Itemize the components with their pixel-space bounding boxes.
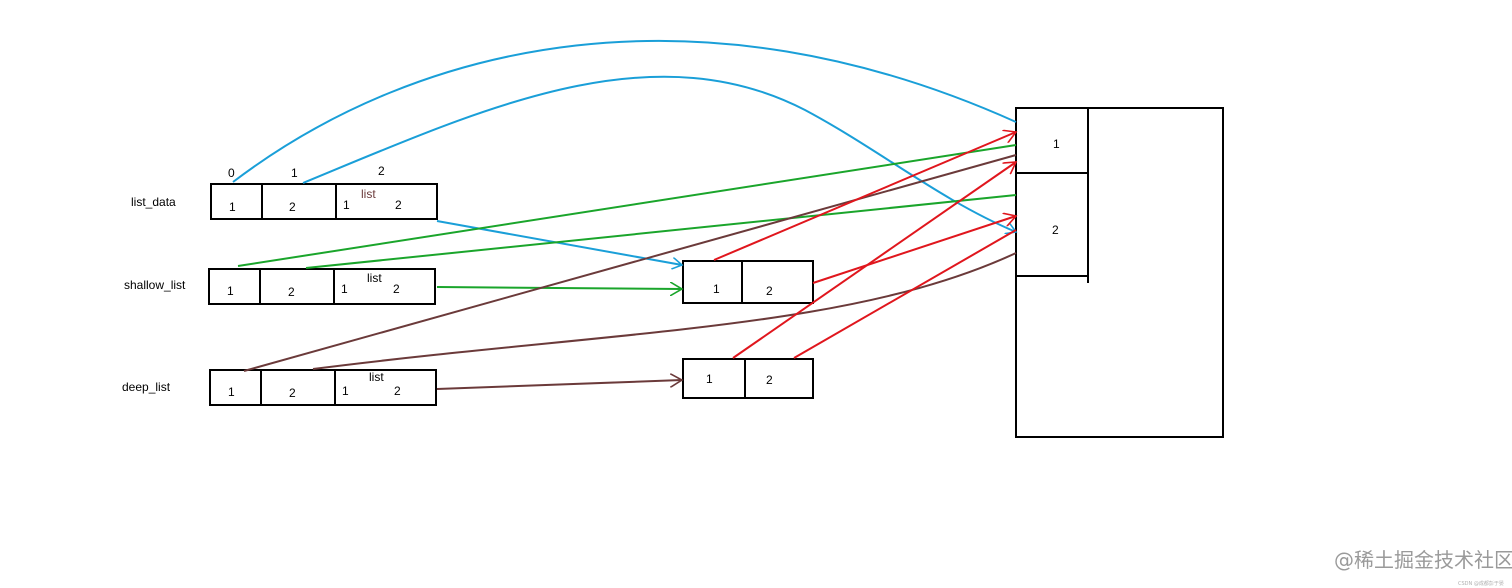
deep-list-box <box>209 369 437 406</box>
memory-value-1: 1 <box>1053 137 1060 151</box>
deep-list-sublabel: list <box>369 370 384 384</box>
shallow-list-cell-2b: 2 <box>393 282 400 296</box>
deep-list-cell-2b: 2 <box>394 384 401 398</box>
label-shallow-list: shallow_list <box>124 278 186 292</box>
deep-inner-list-box <box>682 358 814 399</box>
green-arrow-cell2-to-inner <box>436 287 682 289</box>
shared-inner-cell-1: 2 <box>766 284 773 298</box>
blue-arrow-index0-to-1 <box>232 39 1017 183</box>
red-arrow-shared-cell0-to-1 <box>713 132 1016 261</box>
index-0: 0 <box>228 166 235 180</box>
deep-list-cell-0: 1 <box>228 385 235 399</box>
list-data-cell-2b: 2 <box>395 198 402 212</box>
shallow-list-cell-1: 2 <box>288 285 295 299</box>
shallow-list-cell-0: 1 <box>227 284 234 298</box>
list-data-box <box>210 183 438 220</box>
memory-block <box>1015 107 1224 438</box>
red-arrow-deep-cell1-to-2 <box>793 229 1017 359</box>
green-arrow-cell1-to-2 <box>305 194 1017 269</box>
shared-inner-list-box <box>682 260 814 304</box>
green-arrow-cell0-to-1 <box>237 144 1017 267</box>
list-data-cell-0: 1 <box>229 200 236 214</box>
deep-list-cell-2a: 1 <box>342 384 349 398</box>
shallow-list-sublabel: list <box>367 271 382 285</box>
deep-list-cell-1: 2 <box>289 386 296 400</box>
index-1: 1 <box>291 166 298 180</box>
red-arrow-deep-cell0-to-1 <box>732 162 1016 359</box>
list-data-cell-1: 2 <box>289 200 296 214</box>
deep-inner-cell-0: 1 <box>706 372 713 386</box>
watermark: @稀土掘金技术社区 <box>1334 548 1512 572</box>
brown-arrow-cell1-to-2 <box>312 252 1017 370</box>
deep-inner-cell-1: 2 <box>766 373 773 387</box>
watermark-small: CSDN @成都彭于晏 <box>1458 580 1504 587</box>
shallow-list-cell-2a: 1 <box>341 282 348 296</box>
label-list-data: list_data <box>131 195 176 209</box>
label-deep-list: deep_list <box>122 380 171 394</box>
red-arrow-shared-cell1-to-2 <box>812 216 1016 284</box>
index-2: 2 <box>378 164 385 178</box>
list-data-cell-2a: 1 <box>343 198 350 212</box>
shallow-list-box <box>208 268 436 305</box>
blue-arrow-index1-to-2 <box>302 75 1016 232</box>
list-data-sublabel: list <box>361 187 376 201</box>
brown-arrow-cell0-to-1 <box>243 154 1017 372</box>
shared-inner-cell-0: 1 <box>713 282 720 296</box>
memory-value-2: 2 <box>1052 223 1059 237</box>
brown-arrow-cell2-to-deep-inner <box>436 380 682 390</box>
